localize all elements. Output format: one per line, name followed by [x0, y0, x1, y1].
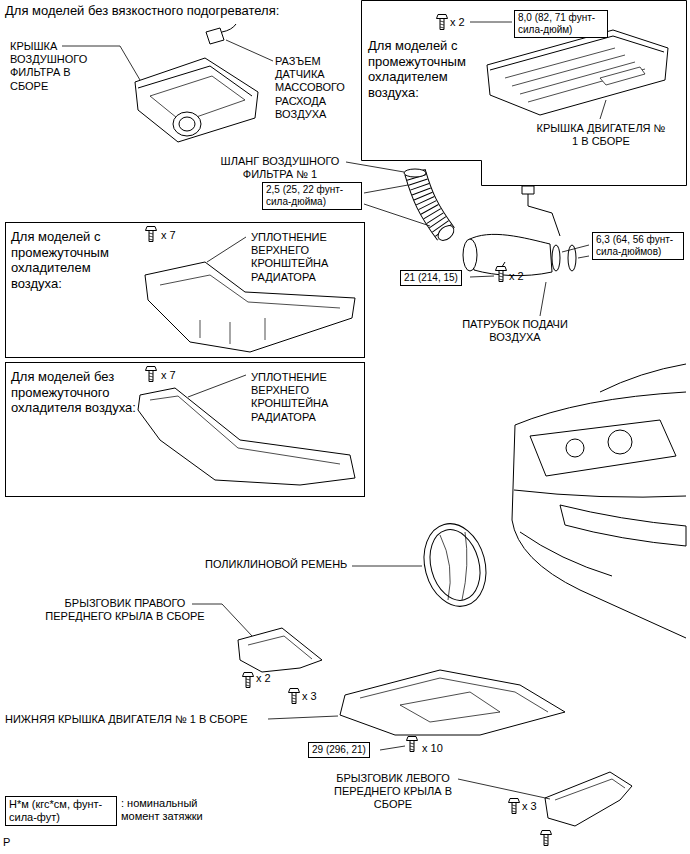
- variant-heading: Для моделей с промежуточным охладителем …: [11, 229, 139, 291]
- part-label: БРЫЗГОВИК ПРАВОГО ПЕРЕДНЕГО КРЫЛА В СБОР…: [45, 597, 205, 623]
- vehicle-front: [512, 364, 686, 638]
- quantity-callout: x 10: [422, 742, 443, 755]
- torque-spec: 6,3 (64, 56 фунт-сила-дюймов): [592, 232, 684, 260]
- torque-value: 29 (296, 21): [312, 744, 366, 756]
- variant-heading: Для моделей без промежуточного охладител…: [11, 369, 139, 416]
- legend-note: : номинальный момент затяжки: [121, 797, 226, 823]
- air-hose: [404, 169, 457, 243]
- part-label: ШЛАНГ ВОЗДУШНОГО ФИЛЬТРА № 1: [205, 155, 355, 181]
- part-label: РАЗЪЕМ ДАТЧИКА МАССОВОГО РАСХОДА ВОЗДУХА: [275, 55, 355, 121]
- air-cleaner-cap: [135, 58, 258, 142]
- radiator-seal: [145, 262, 355, 352]
- torque-value: 2,5 (25, 22 фунт-сила-дюйма): [266, 184, 358, 208]
- part-label: КРЫШКА ВОЗДУШНОГО ФИЛЬТРА В СБОРЕ: [10, 40, 110, 93]
- quantity-callout: x 2: [256, 672, 271, 685]
- intake-pipe: [463, 186, 576, 276]
- quantity-callout: x 7: [161, 369, 176, 382]
- splash-shield: [545, 772, 632, 826]
- torque-spec: 21 (214, 15): [400, 270, 462, 286]
- quantity-callout: x 3: [522, 800, 537, 813]
- unit-legend-box: Н*м (кгс*см, фунт-сила-фут): [5, 796, 117, 826]
- torque-value: 8,0 (82, 71 фунт-сила-дюйм): [518, 12, 604, 36]
- part-label: НИЖНЯЯ КРЫШКА ДВИГАТЕЛЯ № 1 В СБОРЕ: [5, 713, 248, 726]
- part-label: КРЫШКА ДВИГАТЕЛЯ № 1 В СБОРЕ: [536, 122, 666, 148]
- variant-panel: Для моделей с промежуточным охладителем …: [361, 0, 687, 186]
- torque-spec: 29 (296, 21): [308, 742, 370, 758]
- torque-value: Н*м (кгс*см, фунт-сила-фут): [9, 798, 113, 824]
- variant-panel: Для моделей с промежуточным охладителем …: [5, 222, 365, 358]
- torque-spec: 2,5 (25, 22 фунт-сила-дюйма): [262, 182, 362, 210]
- part-label: ПАТРУБОК ПОДАЧИ ВОЗДУХА: [455, 318, 575, 344]
- figure-code: P: [3, 836, 10, 849]
- sensor-connector: [206, 24, 236, 44]
- part-label: УПЛОТНЕНИЕ ВЕРХНЕГО КРОНШТЕЙНА РАДИАТОРА: [251, 231, 361, 284]
- variant-panel: Для моделей без промежуточного охладител…: [5, 362, 365, 497]
- part-label: УПЛОТНЕНИЕ ВЕРХНЕГО КРОНШТЕЙНА РАДИАТОРА: [251, 371, 361, 424]
- torque-spec: 8,0 (82, 71 фунт-сила-дюйм): [514, 10, 608, 38]
- leader-lines: [62, 22, 606, 799]
- quantity-callout: x 2: [509, 270, 524, 283]
- part-label: БРЫЗГОВИК ЛЕВОГО ПЕРЕДНЕГО КРЫЛА В СБОРЕ: [318, 772, 468, 812]
- quantity-callout: x 3: [302, 690, 317, 703]
- torque-value: 6,3 (64, 56 фунт-сила-дюймов): [596, 234, 680, 258]
- heading: Для моделей без вязкостного подогревател…: [5, 3, 279, 19]
- part-label: ПОЛИКЛИНОВОЙ РЕМЕНЬ: [205, 558, 347, 571]
- variant-heading: Для моделей с промежуточным охладителем …: [368, 38, 480, 100]
- quantity-callout: x 2: [450, 16, 465, 29]
- v-ribbed-belt: [415, 517, 495, 614]
- quantity-callout: x 7: [161, 229, 176, 242]
- engine-under-cover: [340, 670, 565, 735]
- torque-value: 21 (214, 15): [404, 272, 458, 284]
- engine-cover: [487, 30, 668, 115]
